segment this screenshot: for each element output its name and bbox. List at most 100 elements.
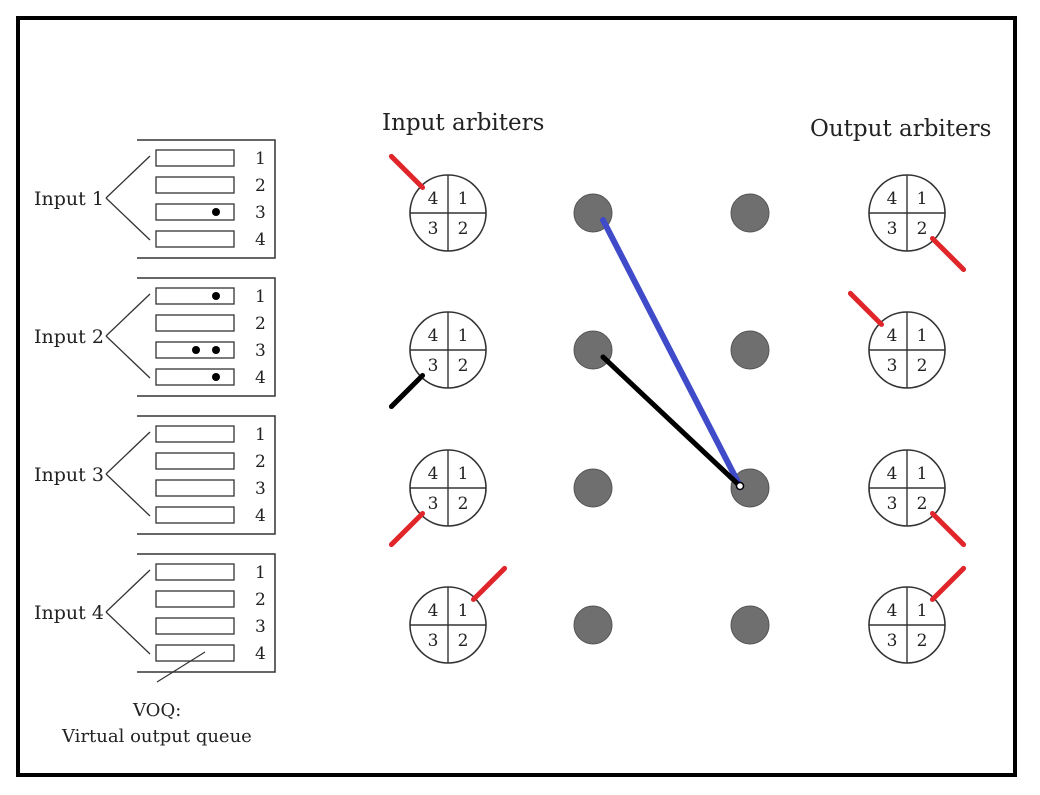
queue-number: 2 [255, 452, 266, 472]
fanout-line [105, 197, 151, 241]
arbiter-quadrant-number: 3 [887, 494, 898, 514]
arbiter-quadrant-number: 4 [887, 189, 898, 209]
input-block: Input 2 1 2 3 4 [34, 277, 276, 397]
queue-number: 3 [255, 617, 266, 637]
voq-queue [155, 314, 235, 332]
queue-number: 3 [255, 479, 266, 499]
voq-queue [155, 425, 235, 443]
voq-bracket [137, 139, 276, 259]
fanout-line [105, 473, 151, 517]
fanout-line [105, 293, 151, 337]
arbiter-quadrant-number: 4 [887, 464, 898, 484]
input-node [573, 605, 613, 645]
input-node [573, 468, 613, 508]
queue-number: 2 [255, 590, 266, 610]
queued-cell [212, 208, 220, 216]
queue-number: 3 [255, 341, 266, 361]
arbiter-quadrant-number: 2 [458, 356, 469, 376]
arbiter-quadrant-number: 1 [458, 189, 469, 209]
voq-queue [155, 644, 235, 662]
voq-bracket [137, 277, 276, 397]
fanout-line [105, 569, 151, 613]
voq-caption-leader [156, 651, 206, 683]
arbiter-quadrant-number: 1 [917, 464, 928, 484]
input-block: Input 3 1 2 3 4 [34, 415, 276, 535]
arbiter-quadrant-number: 1 [917, 189, 928, 209]
voq-queue [155, 506, 235, 524]
arbiter-quadrant-number: 2 [917, 356, 928, 376]
input-label: Input 2 [34, 326, 104, 348]
voq-caption-title: VOQ: [132, 700, 181, 721]
arbiter-quadrant-number: 1 [917, 326, 928, 346]
arbiter-quadrant-number: 1 [458, 464, 469, 484]
crossbar-connection [600, 354, 743, 489]
arbiter-quadrant-number: 4 [428, 464, 439, 484]
voq-queue [155, 203, 235, 221]
queue-number: 2 [255, 176, 266, 196]
arbiter-quadrant-number: 2 [917, 219, 928, 239]
arbiter-quadrant-number: 4 [887, 326, 898, 346]
queued-cell [212, 292, 220, 300]
crossbar-connection [600, 217, 743, 489]
arbiter-quadrant-number: 4 [428, 189, 439, 209]
queue-number: 4 [255, 368, 266, 388]
arbiter-pointer [388, 372, 426, 410]
arbiter-quadrant-number: 2 [458, 219, 469, 239]
output-arbiters-header: Output arbiters [810, 116, 991, 142]
output-node [730, 193, 770, 233]
connection-endpoint [735, 481, 745, 491]
voq-caption-text: Virtual output queue [61, 726, 252, 747]
queued-cell [212, 373, 220, 381]
voq-queue [155, 176, 235, 194]
arbiter-quadrant-number: 1 [458, 326, 469, 346]
arbiter-quadrant-number: 1 [458, 601, 469, 621]
queue-number: 3 [255, 203, 266, 223]
queue-number: 1 [255, 425, 266, 445]
output-node [730, 330, 770, 370]
arbiter-quadrant-number: 2 [917, 631, 928, 651]
queue-number: 4 [255, 506, 266, 526]
fanout-line [105, 611, 151, 655]
arbiter-pointer [929, 565, 967, 603]
output-node [730, 605, 770, 645]
queue-number: 2 [255, 314, 266, 334]
arbiter-quadrant-number: 2 [458, 631, 469, 651]
arbiter-pointer [388, 510, 426, 548]
arbiter-pointer [847, 290, 885, 328]
crossbar-nodes [573, 193, 770, 645]
arbiter-quadrant-number: 3 [428, 356, 439, 376]
arbiter-quadrant-number: 3 [887, 631, 898, 651]
output-node [730, 468, 770, 508]
arbiter-quadrant-number: 3 [887, 219, 898, 239]
arbiter-pointer [470, 565, 508, 603]
queued-cell [192, 346, 200, 354]
queue-number: 1 [255, 287, 266, 307]
arbiter-pointer [929, 235, 967, 273]
input-label: Input 4 [34, 602, 104, 624]
voq-queue [155, 563, 235, 581]
voq-queue [155, 479, 235, 497]
arbiter-quadrant-number: 4 [428, 601, 439, 621]
arbiter-quadrant-number: 4 [887, 601, 898, 621]
arbiter-quadrant-number: 2 [458, 494, 469, 514]
voq-queue [155, 617, 235, 635]
voq-queue [155, 368, 235, 386]
arbiter-quadrant-number: 3 [428, 631, 439, 651]
arbiter-quadrant-number: 3 [428, 219, 439, 239]
arbiter-quadrant-number: 1 [917, 601, 928, 621]
voq-queue [155, 452, 235, 470]
input-arbiters-header: Input arbiters [382, 110, 544, 136]
crossbar-links [600, 217, 745, 491]
input-label: Input 1 [34, 188, 104, 210]
input-label: Input 3 [34, 464, 104, 486]
